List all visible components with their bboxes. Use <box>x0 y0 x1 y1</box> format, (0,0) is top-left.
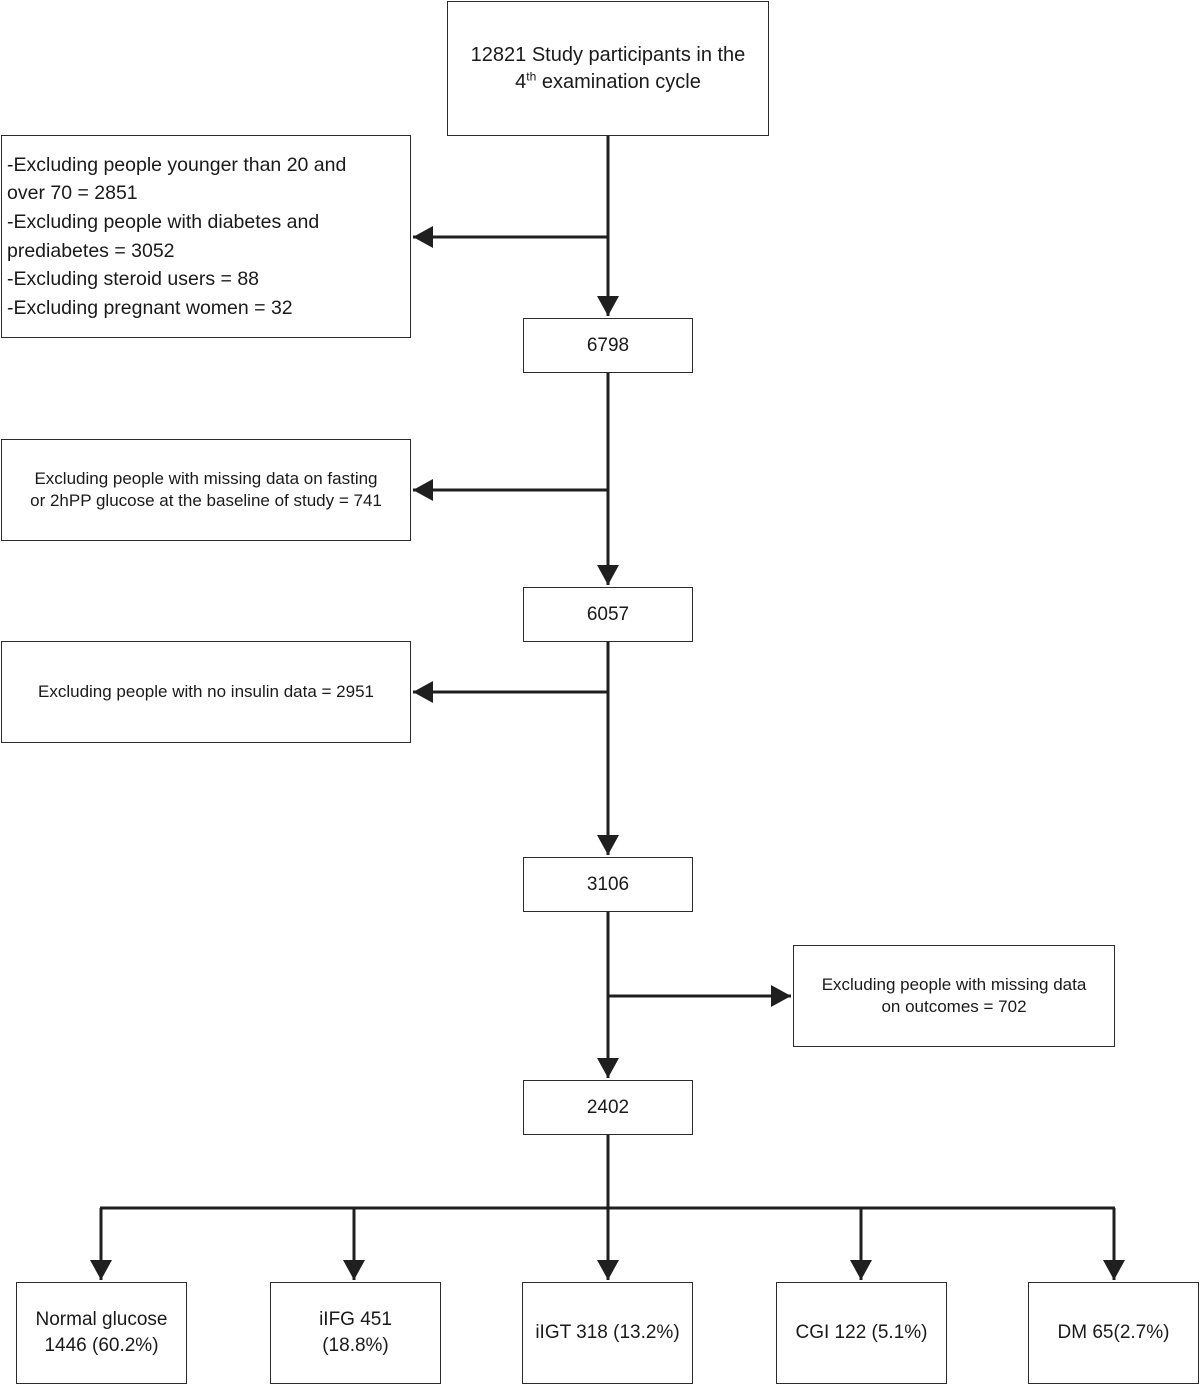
examination-cycle-label: examination cycle <box>536 70 701 93</box>
exclusion-4-line-1: Excluding people with missing data <box>821 974 1087 994</box>
category-box-dm: DM 65(2.7%) <box>1028 1282 1199 1384</box>
examination-cycle-number: 4 <box>515 70 527 93</box>
exclusion-1-line-3: -Excluding people with diabetes and <box>7 210 320 233</box>
exclusion-1-line-2: over 70 = 2851 <box>7 182 138 205</box>
exclusion-3-text: Excluding people with no insulin data = … <box>38 681 374 701</box>
exclusion-2-line-1: Excluding people with missing data on fa… <box>34 468 378 488</box>
count-2402-label: 2402 <box>586 1096 630 1118</box>
exclusion-box-missing-glucose: Excluding people with missing data on fa… <box>1 439 411 541</box>
category-2-line-2: (18.8%) <box>322 1335 389 1356</box>
count-6798-label: 6798 <box>586 334 630 356</box>
category-3-line-1: iIGT 318 (13.2%) <box>535 1322 680 1344</box>
exclusion-1-line-1: -Excluding people younger than 20 and <box>7 153 347 176</box>
exclusion-box-age-diabetes: -Excluding people younger than 20 and ov… <box>1 135 411 338</box>
count-box-2402: 2402 <box>523 1080 693 1135</box>
exclusion-box-missing-outcomes: Excluding people with missing data on ou… <box>793 945 1115 1047</box>
category-1-line-2: 1446 (60.2%) <box>44 1335 159 1356</box>
exclusion-box-no-insulin: Excluding people with no insulin data = … <box>1 641 411 743</box>
category-box-normal-glucose: Normal glucose 1446 (60.2%) <box>16 1282 187 1384</box>
count-box-3106: 3106 <box>523 857 693 912</box>
exclusion-1-line-5: -Excluding steroid users = 88 <box>7 268 260 291</box>
study-participants-line-2: 4th examination cycle <box>471 69 746 96</box>
category-1-line-1: Normal glucose <box>35 1309 168 1331</box>
category-2-line-1: iIFG 451 <box>319 1309 392 1331</box>
category-box-iigt: iIGT 318 (13.2%) <box>522 1282 693 1384</box>
category-box-iifg: iIFG 451 (18.8%) <box>270 1282 441 1384</box>
count-6057-label: 6057 <box>586 603 630 625</box>
category-box-cgi: CGI 122 (5.1%) <box>776 1282 947 1384</box>
study-participants-box: 12821 Study participants in the 4th exam… <box>447 1 769 136</box>
exclusion-1-line-6: -Excluding pregnant women = 32 <box>7 296 293 319</box>
examination-cycle-ordinal: th <box>526 68 537 83</box>
count-box-6798: 6798 <box>523 318 693 373</box>
exclusion-2-line-2: or 2hPP glucose at the baseline of study… <box>30 491 382 510</box>
exclusion-1-line-4: prediabetes = 3052 <box>7 239 175 262</box>
exclusion-4-line-2: on outcomes = 702 <box>881 997 1027 1016</box>
category-4-line-1: CGI 122 (5.1%) <box>795 1322 928 1344</box>
count-box-6057: 6057 <box>523 587 693 642</box>
count-3106-label: 3106 <box>586 873 630 895</box>
study-participants-line-1: 12821 Study participants in the <box>470 43 746 66</box>
category-5-line-1: DM 65(2.7%) <box>1057 1322 1170 1344</box>
